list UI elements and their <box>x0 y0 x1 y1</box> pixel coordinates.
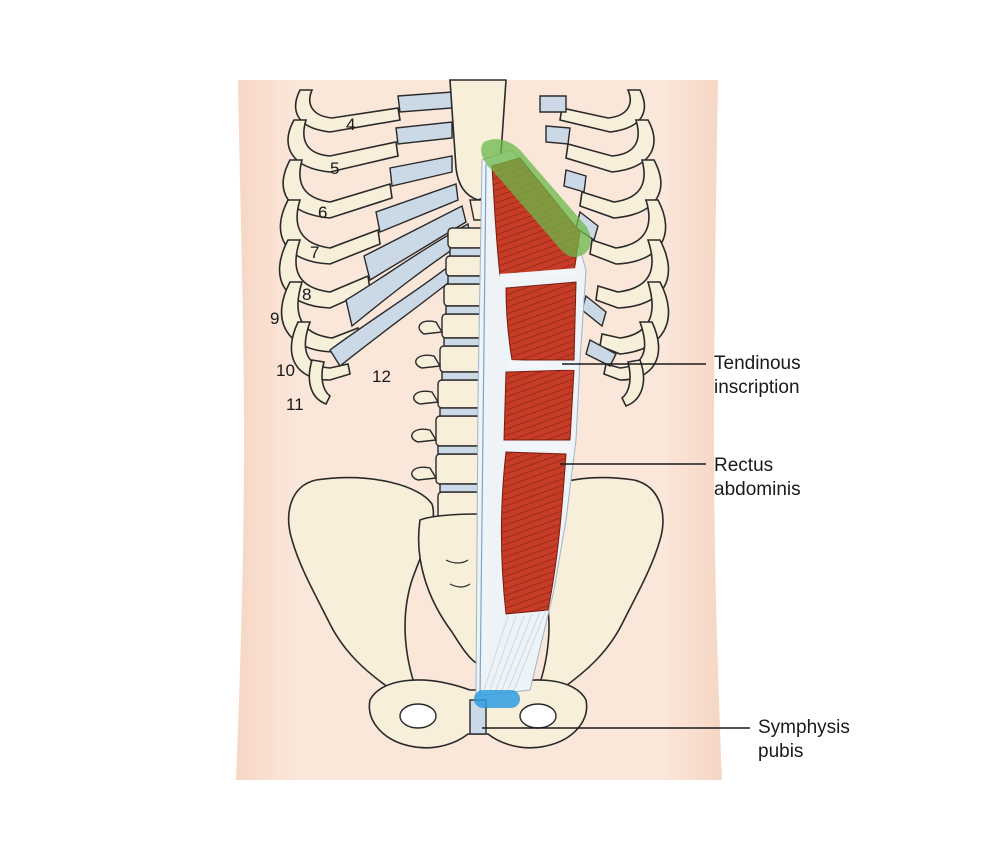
rib-number: 4 <box>346 115 355 134</box>
symphysis-pubis-label-line2: pubis <box>758 741 804 762</box>
right-rib <box>620 359 645 408</box>
rectus-abdominis-label: Rectus abdominis <box>714 454 801 502</box>
rib-number: 10 <box>276 361 295 380</box>
tendinous-inscription <box>499 268 579 282</box>
tendinous-inscription-label-line1: Tendinous <box>714 353 801 374</box>
rectus-segment-4 <box>501 451 567 615</box>
rib-number: 11 <box>286 395 304 414</box>
left-rib <box>294 89 401 133</box>
symphysis-pubis-label: Symphysis pubis <box>758 716 850 764</box>
linea-alba <box>479 163 487 697</box>
right-rib <box>589 199 667 265</box>
rectus-segment-3 <box>503 369 575 441</box>
origin-highlight <box>481 139 591 258</box>
right-rib <box>579 159 662 219</box>
rib-cage <box>278 89 670 408</box>
rib-number: 5 <box>330 159 339 178</box>
leader-lines <box>482 363 750 729</box>
tendinous-inscription <box>507 360 577 370</box>
left-rib <box>282 159 393 219</box>
rib-number: 7 <box>310 243 319 262</box>
left-rib <box>287 119 399 173</box>
rib-number: 8 <box>302 285 311 304</box>
tendinous-inscription-label-line2: inscription <box>714 377 800 398</box>
rib-number: 12 <box>372 367 391 386</box>
left-rib <box>308 359 332 406</box>
rib-number: 9 <box>270 309 279 328</box>
lower-tendon-fibers <box>483 609 547 691</box>
rectus-abdominis-label-line1: Rectus <box>714 455 774 476</box>
left-rib <box>290 321 351 381</box>
rib-number-labels: 4 5 6 7 8 9 10 11 12 <box>270 115 391 414</box>
rib-number: 6 <box>318 203 327 222</box>
left-rib <box>279 199 381 265</box>
right-rib <box>603 321 660 381</box>
insertion-highlight <box>474 690 520 708</box>
symphysis-pubis-label-line1: Symphysis <box>758 717 850 738</box>
tendinous-inscription <box>503 442 571 452</box>
right-rib <box>559 89 646 133</box>
costal-cartilage <box>329 91 617 368</box>
tendinous-inscription-label: Tendinous inscription <box>714 352 801 400</box>
right-rib <box>565 119 655 173</box>
rectus-segment-2 <box>505 281 577 361</box>
rectus-abdominis-label-line2: abdominis <box>714 479 801 500</box>
